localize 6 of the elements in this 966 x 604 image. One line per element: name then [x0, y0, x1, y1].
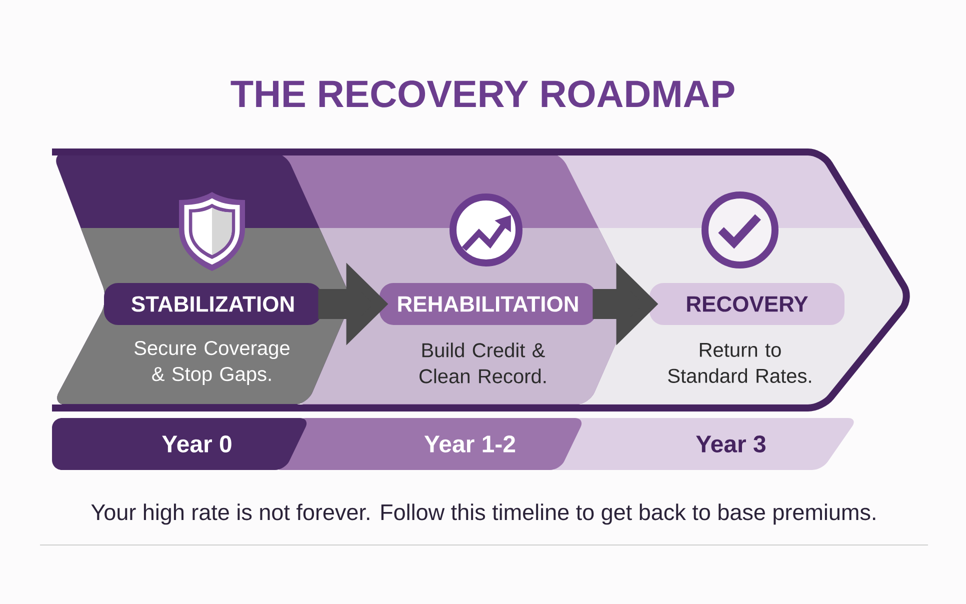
caption: Your high rate is not forever. Follow this timeline to get back to base premiums.	[91, 504, 876, 525]
year-band: Year 0	[52, 418, 307, 470]
label-pill: RECOVERY	[650, 283, 844, 325]
title: THE RECOVERY ROADMAP	[230, 80, 734, 108]
label-pill: REHABILITATION	[380, 283, 596, 325]
label-pill: STABILIZATION	[104, 283, 322, 325]
